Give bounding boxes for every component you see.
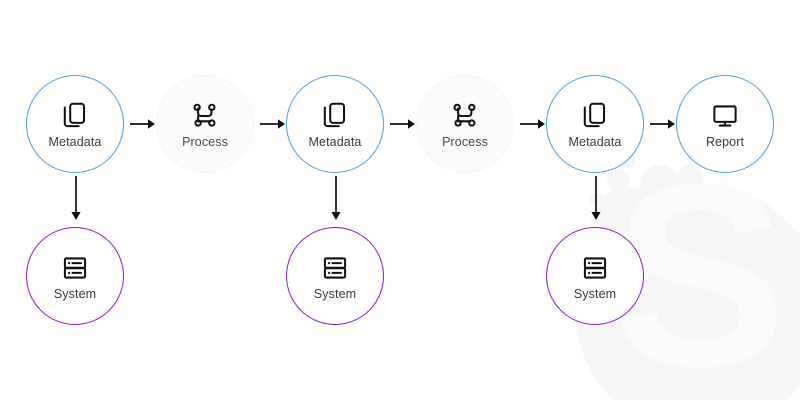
node-label: Metadata [308, 135, 362, 150]
node-label: Metadata [568, 135, 622, 150]
node-label: Process [182, 135, 228, 150]
node-metadata-3[interactable]: Metadata [546, 75, 644, 173]
stacked-documents-icon [323, 103, 346, 128]
arrow-metadata1-to-system1 [71, 176, 81, 220]
server-rack-icon [583, 257, 607, 279]
node-graph-icon [193, 103, 216, 127]
node-system-1[interactable]: System [26, 227, 124, 325]
node-label: System [53, 287, 97, 302]
monitor-icon [713, 105, 737, 127]
node-report-1[interactable]: Report [676, 75, 774, 173]
arrow-metadata3-to-report [650, 119, 675, 129]
node-label: Process [442, 135, 488, 150]
node-system-2[interactable]: System [286, 227, 384, 325]
server-rack-icon [63, 257, 87, 279]
server-rack-icon [323, 257, 347, 279]
node-label: Metadata [48, 135, 102, 150]
arrow-process1-to-metadata2 [260, 119, 285, 129]
stacked-documents-icon [583, 103, 606, 128]
node-metadata-2[interactable]: Metadata [286, 75, 384, 173]
node-graph-icon [453, 103, 476, 127]
arrow-metadata2-to-system2 [331, 176, 341, 220]
node-process-1[interactable]: Process [156, 75, 254, 173]
node-label: System [573, 287, 617, 302]
stacked-documents-icon [63, 103, 86, 128]
arrow-process2-to-metadata3 [520, 119, 545, 129]
arrow-metadata1-to-process1 [130, 119, 155, 129]
node-process-2[interactable]: Process [416, 75, 514, 173]
node-metadata-1[interactable]: Metadata [26, 75, 124, 173]
arrow-metadata3-to-system3 [591, 176, 601, 220]
arrow-metadata2-to-process2 [390, 119, 415, 129]
node-label: System [313, 287, 357, 302]
node-system-3[interactable]: System [546, 227, 644, 325]
node-label: Report [705, 135, 745, 150]
